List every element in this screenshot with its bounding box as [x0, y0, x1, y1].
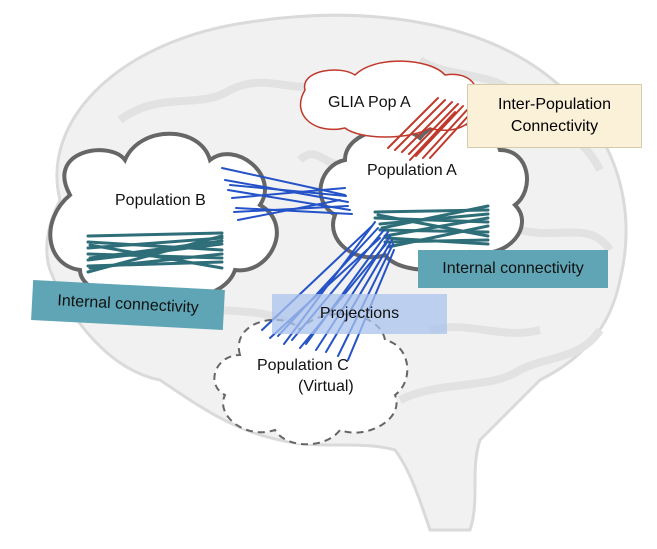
- internal-connectivity-right-label: Internal connectivity: [442, 260, 584, 277]
- b-to-a-line: [229, 184, 347, 197]
- glia-to-population-a-lines: [387, 97, 471, 161]
- internal-a-line: [376, 213, 490, 238]
- population-c-label: Population C: [257, 357, 349, 374]
- internal-b-line: [88, 239, 224, 260]
- inter-population-callout: Inter-Population Connectivity: [467, 84, 642, 148]
- inter-population-line2: Connectivity: [510, 118, 599, 135]
- internal-connectivity-left-label: Internal connectivity: [56, 292, 200, 317]
- internal-b-line: [88, 243, 224, 270]
- glia-to-a-line: [401, 101, 453, 153]
- glia-to-a-line: [387, 97, 439, 149]
- internal-connectivity-callout-right: Internal connectivity: [418, 250, 608, 288]
- population-b-internal-lines: [86, 231, 224, 274]
- population-b-label: Population B: [115, 192, 206, 209]
- internal-b-line: [86, 242, 224, 262]
- b-to-a-line: [231, 187, 346, 199]
- glia-to-a-line: [429, 113, 471, 159]
- inter-population-line1: Inter-Population: [498, 95, 611, 113]
- internal-a-line: [384, 236, 490, 246]
- internal-b-line: [86, 236, 224, 250]
- b-to-a-line: [235, 207, 353, 215]
- population-a-internal-lines: [373, 204, 490, 249]
- internal-b-line: [86, 240, 224, 252]
- b-to-a-line: [233, 205, 349, 213]
- population-a-label: Population A: [367, 162, 457, 179]
- internal-b-line: [88, 252, 224, 270]
- projections-label: Projections: [319, 305, 400, 322]
- population-c-virtual-label: (Virtual): [298, 378, 354, 395]
- glia-to-a-line: [409, 111, 456, 161]
- glia-to-a-line: [394, 99, 446, 151]
- internal-a-line: [380, 204, 490, 230]
- projections-callout: Projections: [272, 294, 447, 334]
- population-b-to-a-lines: [221, 167, 353, 221]
- glia-to-a-line: [415, 105, 464, 157]
- glia-to-a-line: [422, 109, 468, 159]
- internal-a-line: [378, 212, 490, 226]
- internal-a-line: [386, 224, 490, 249]
- glia-to-a-line: [408, 103, 459, 155]
- glia-label: GLIA Pop A: [328, 94, 411, 111]
- internal-b-line: [86, 231, 224, 238]
